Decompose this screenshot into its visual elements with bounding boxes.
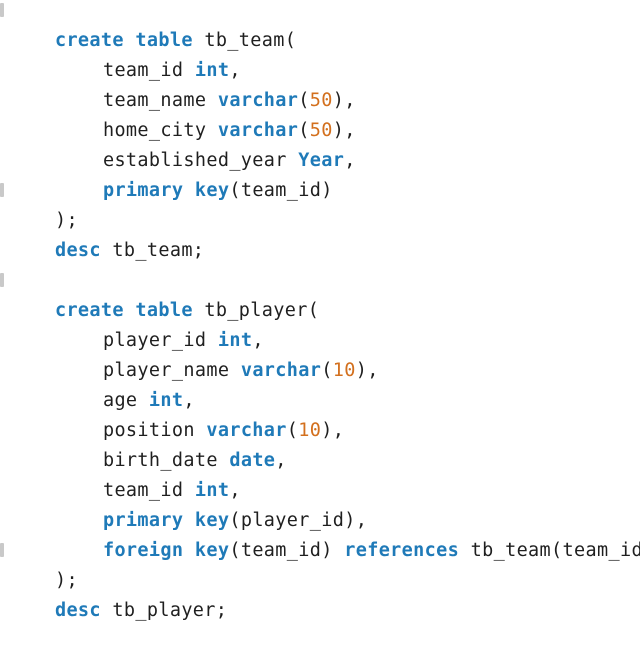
- code-line: primary key(player_id),: [9, 476, 367, 531]
- code-line: );: [9, 176, 78, 231]
- fold-marker[interactable]: [0, 273, 4, 287]
- fold-marker[interactable]: [0, 543, 4, 557]
- identifier: birth_date: [102, 450, 218, 471]
- code-line: age int,: [9, 356, 195, 411]
- code-line: team_id int,: [9, 26, 241, 81]
- identifier: (player_id),: [229, 510, 368, 531]
- whitespace: [183, 180, 195, 201]
- code-line: );: [9, 536, 78, 591]
- code-line: player_name varchar(10),: [9, 326, 379, 381]
- identifier: tb_team;: [100, 240, 205, 261]
- identifier: team_id: [102, 480, 184, 501]
- keyword: key: [194, 540, 230, 561]
- identifier: home_city: [102, 120, 207, 141]
- punctuation: );: [54, 210, 78, 231]
- keyword: date: [229, 450, 276, 471]
- keyword: primary: [102, 180, 184, 201]
- code-line: foreign key(team_id) references tb_team(…: [9, 506, 640, 561]
- code-line: create table tb_player(: [9, 266, 319, 321]
- punctuation: ,: [344, 150, 356, 171]
- code-line: home_city varchar(50),: [9, 86, 356, 141]
- identifier: tb_team(team_id): [459, 540, 640, 561]
- keyword: table: [135, 30, 193, 51]
- number-literal: 50: [309, 90, 333, 111]
- code-line: team_name varchar(50),: [9, 56, 356, 111]
- identifier: established_year: [102, 150, 287, 171]
- identifier: tb_player;: [100, 600, 228, 621]
- keyword: varchar: [217, 120, 299, 141]
- keyword: primary: [102, 510, 184, 531]
- code-line: primary key(team_id): [9, 146, 333, 201]
- punctuation: (: [321, 360, 333, 381]
- number-literal: 10: [298, 420, 322, 441]
- fold-marker[interactable]: [0, 183, 4, 197]
- identifier: team_id: [102, 60, 184, 81]
- keyword: table: [135, 300, 193, 321]
- code-line: player_id int,: [9, 296, 264, 351]
- keyword: int: [194, 60, 230, 81]
- code-line: team_id int,: [9, 446, 241, 501]
- punctuation: ),: [332, 120, 356, 141]
- keyword: int: [148, 390, 184, 411]
- punctuation: ,: [229, 480, 241, 501]
- code-line: established_year Year,: [9, 116, 356, 171]
- keyword: int: [217, 330, 253, 351]
- identifier: team_name: [102, 90, 207, 111]
- keyword: create: [54, 30, 124, 51]
- punctuation: ,: [229, 60, 241, 81]
- keyword: int: [194, 480, 230, 501]
- keyword: references: [344, 540, 460, 561]
- punctuation: (: [298, 90, 310, 111]
- identifier: (team_id): [229, 180, 333, 201]
- identifier: tb_team(: [192, 30, 297, 51]
- code-editor[interactable]: create table tb_team( team_id int, team_…: [0, 0, 640, 621]
- keyword: varchar: [217, 90, 299, 111]
- punctuation: ,: [183, 390, 195, 411]
- identifier: player_id: [102, 330, 207, 351]
- punctuation: ),: [332, 90, 356, 111]
- identifier: position: [102, 420, 195, 441]
- keyword: varchar: [206, 420, 287, 441]
- punctuation: ),: [355, 360, 379, 381]
- identifier: player_name: [102, 360, 230, 381]
- keyword: key: [194, 510, 230, 531]
- keyword: foreign: [102, 540, 184, 561]
- keyword: varchar: [240, 360, 322, 381]
- punctuation: );: [54, 570, 78, 591]
- identifier: tb_player(: [192, 300, 320, 321]
- keyword: key: [194, 180, 230, 201]
- punctuation: (: [298, 120, 310, 141]
- punctuation: (: [286, 420, 299, 441]
- code-line: birth_date date,: [9, 416, 287, 471]
- number-literal: 10: [332, 360, 356, 381]
- punctuation: ,: [275, 450, 287, 471]
- code-line: create table tb_team(: [9, 0, 296, 51]
- keyword: Year: [298, 150, 345, 171]
- identifier: (team_id): [229, 540, 345, 561]
- keyword: desc: [54, 600, 101, 621]
- punctuation: ),: [321, 420, 345, 441]
- punctuation: ,: [252, 330, 264, 351]
- fold-marker[interactable]: [0, 3, 4, 17]
- code-line: position varchar(10),: [9, 386, 344, 441]
- keyword: desc: [54, 240, 101, 261]
- keyword: create: [54, 300, 124, 321]
- code-line: desc tb_player;: [9, 566, 227, 621]
- identifier: age: [102, 390, 138, 411]
- number-literal: 50: [309, 120, 333, 141]
- whitespace: [183, 540, 195, 561]
- code-line: desc tb_team;: [9, 206, 204, 261]
- whitespace: [229, 360, 241, 381]
